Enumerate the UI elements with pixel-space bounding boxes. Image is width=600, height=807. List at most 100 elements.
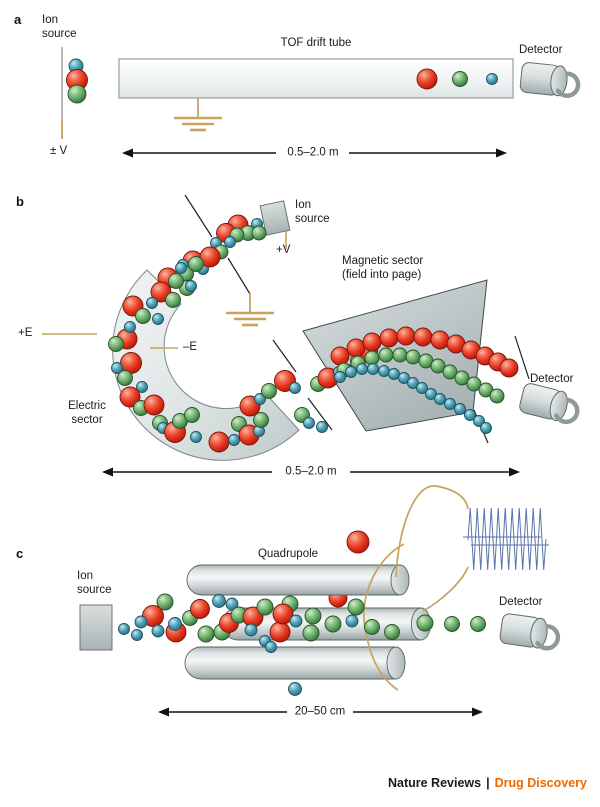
detector-icon-b bbox=[518, 382, 581, 425]
panel-c-graphics bbox=[79, 485, 560, 717]
ion-sphere-g bbox=[364, 619, 380, 635]
ion-sphere-r bbox=[416, 68, 438, 90]
ion-sphere-r bbox=[269, 621, 291, 643]
ion-sphere-t bbox=[212, 594, 226, 608]
ion-sphere-g bbox=[256, 598, 274, 616]
ion-sphere-t bbox=[244, 623, 258, 637]
ion-sphere-r bbox=[379, 328, 399, 348]
magnetic-sector-note: (field into page) bbox=[342, 269, 422, 281]
scale-label-a: 0.5–2.0 m bbox=[287, 146, 339, 159]
ion-sphere-t bbox=[225, 597, 239, 611]
ion-sphere-t bbox=[146, 297, 158, 309]
scale-arrow-b bbox=[102, 467, 520, 477]
ion-sphere-r bbox=[190, 599, 210, 619]
tof-drift-tube-label: TOF drift tube bbox=[280, 37, 352, 49]
ion-sphere-g bbox=[135, 308, 151, 324]
ground-symbol-a bbox=[172, 96, 224, 132]
ion-sphere-t bbox=[407, 377, 419, 389]
panel-b-graphics bbox=[42, 194, 581, 477]
ion-sphere-t bbox=[124, 321, 136, 333]
ion-sphere-t bbox=[473, 415, 485, 427]
voltage-label-a: ± V bbox=[50, 145, 68, 157]
ion-sphere-g bbox=[117, 370, 133, 386]
ion-sphere-r bbox=[119, 386, 141, 408]
ion-sphere-g bbox=[302, 624, 320, 642]
ion-sphere-t bbox=[345, 614, 359, 628]
ion-sphere-g bbox=[197, 625, 215, 643]
panel-a-graphics bbox=[61, 47, 580, 158]
ion-sphere-t bbox=[111, 362, 123, 374]
ion-sphere-g bbox=[416, 614, 434, 632]
ion-sphere-g bbox=[67, 84, 87, 104]
ion-sphere-t bbox=[356, 363, 368, 375]
ion-sphere-g bbox=[384, 624, 400, 640]
quadrupole-label: Quadrupole bbox=[257, 548, 319, 560]
panel-b-letter: b bbox=[16, 194, 24, 209]
ion-sphere-t bbox=[425, 388, 437, 400]
electric-sector-label: Electric sector bbox=[68, 400, 106, 426]
ion-sphere-g bbox=[378, 347, 394, 363]
rf-zigzag bbox=[467, 507, 547, 571]
scale-label-c: 20–50 cm bbox=[294, 705, 346, 718]
ion-source-label-b: Ion source bbox=[295, 199, 330, 225]
ion-sphere-r bbox=[430, 330, 450, 350]
ion-sphere-t bbox=[316, 421, 328, 433]
ion-sphere-r bbox=[346, 338, 366, 358]
ion-sphere-t bbox=[134, 615, 148, 629]
plus-e-label: +E bbox=[18, 327, 33, 339]
ion-sphere-g bbox=[251, 225, 267, 241]
ion-sphere-g bbox=[444, 616, 460, 632]
ion-sphere-r bbox=[413, 327, 433, 347]
ion-source-label-a: Ion source bbox=[42, 14, 77, 40]
ion-sphere-g bbox=[442, 364, 458, 380]
footer-journal: Nature Reviews bbox=[387, 776, 482, 790]
ion-sphere-t bbox=[434, 393, 446, 405]
ion-sphere-g bbox=[261, 383, 277, 399]
ion-source-box-c bbox=[79, 604, 113, 651]
ion-sphere-g bbox=[364, 350, 380, 366]
ion-sphere-g bbox=[452, 71, 468, 87]
ion-sphere-t bbox=[480, 422, 492, 434]
scale-arrow-c bbox=[158, 707, 483, 717]
ion-sphere-t bbox=[185, 280, 197, 292]
ion-sphere-t bbox=[254, 393, 266, 405]
slit-lines bbox=[184, 194, 530, 444]
ion-source-label-c: Ion source bbox=[77, 570, 112, 596]
ground-symbol-b bbox=[224, 291, 276, 327]
ion-sphere-t bbox=[152, 313, 164, 325]
ion-sphere-g bbox=[304, 607, 322, 625]
ion-sphere-t bbox=[190, 431, 202, 443]
quadrupole-rods bbox=[184, 564, 431, 680]
rf-waveform bbox=[463, 507, 549, 571]
ion-sphere-g bbox=[184, 407, 200, 423]
ion-sphere-t bbox=[289, 614, 303, 628]
ion-sphere-t bbox=[131, 629, 143, 641]
ion-sphere-g bbox=[392, 347, 408, 363]
footer-publication: Drug Discovery bbox=[494, 776, 587, 790]
ion-sphere-t bbox=[378, 365, 390, 377]
voltage-label-b: +V bbox=[276, 244, 291, 256]
ion-sphere-r bbox=[396, 326, 416, 346]
ion-sphere-g bbox=[430, 358, 446, 374]
tof-drift-tube bbox=[118, 58, 514, 99]
ion-sphere-g bbox=[324, 615, 342, 633]
ion-sphere-t bbox=[444, 398, 456, 410]
footer-divider: | bbox=[486, 776, 490, 790]
journal-footer: Nature Reviews | Drug Discovery bbox=[388, 776, 587, 790]
ion-sphere-r bbox=[272, 603, 294, 625]
ion-sphere-r bbox=[330, 346, 350, 366]
electrode-wires-b bbox=[42, 231, 287, 349]
ion-sphere-r bbox=[362, 332, 382, 352]
ion-sphere-t bbox=[367, 363, 379, 375]
detector-icon-a bbox=[520, 62, 580, 98]
ion-sphere-t bbox=[168, 617, 182, 631]
ion-sphere-g bbox=[188, 256, 204, 272]
ion-sphere-r bbox=[208, 431, 230, 453]
ion-sphere-t bbox=[288, 682, 302, 696]
ion-sphere-g bbox=[108, 336, 124, 352]
ion-sphere-t bbox=[454, 403, 466, 415]
panel-c-letter: c bbox=[16, 546, 24, 561]
ion-sphere-r bbox=[499, 358, 519, 378]
ion-sphere-t bbox=[136, 381, 148, 393]
